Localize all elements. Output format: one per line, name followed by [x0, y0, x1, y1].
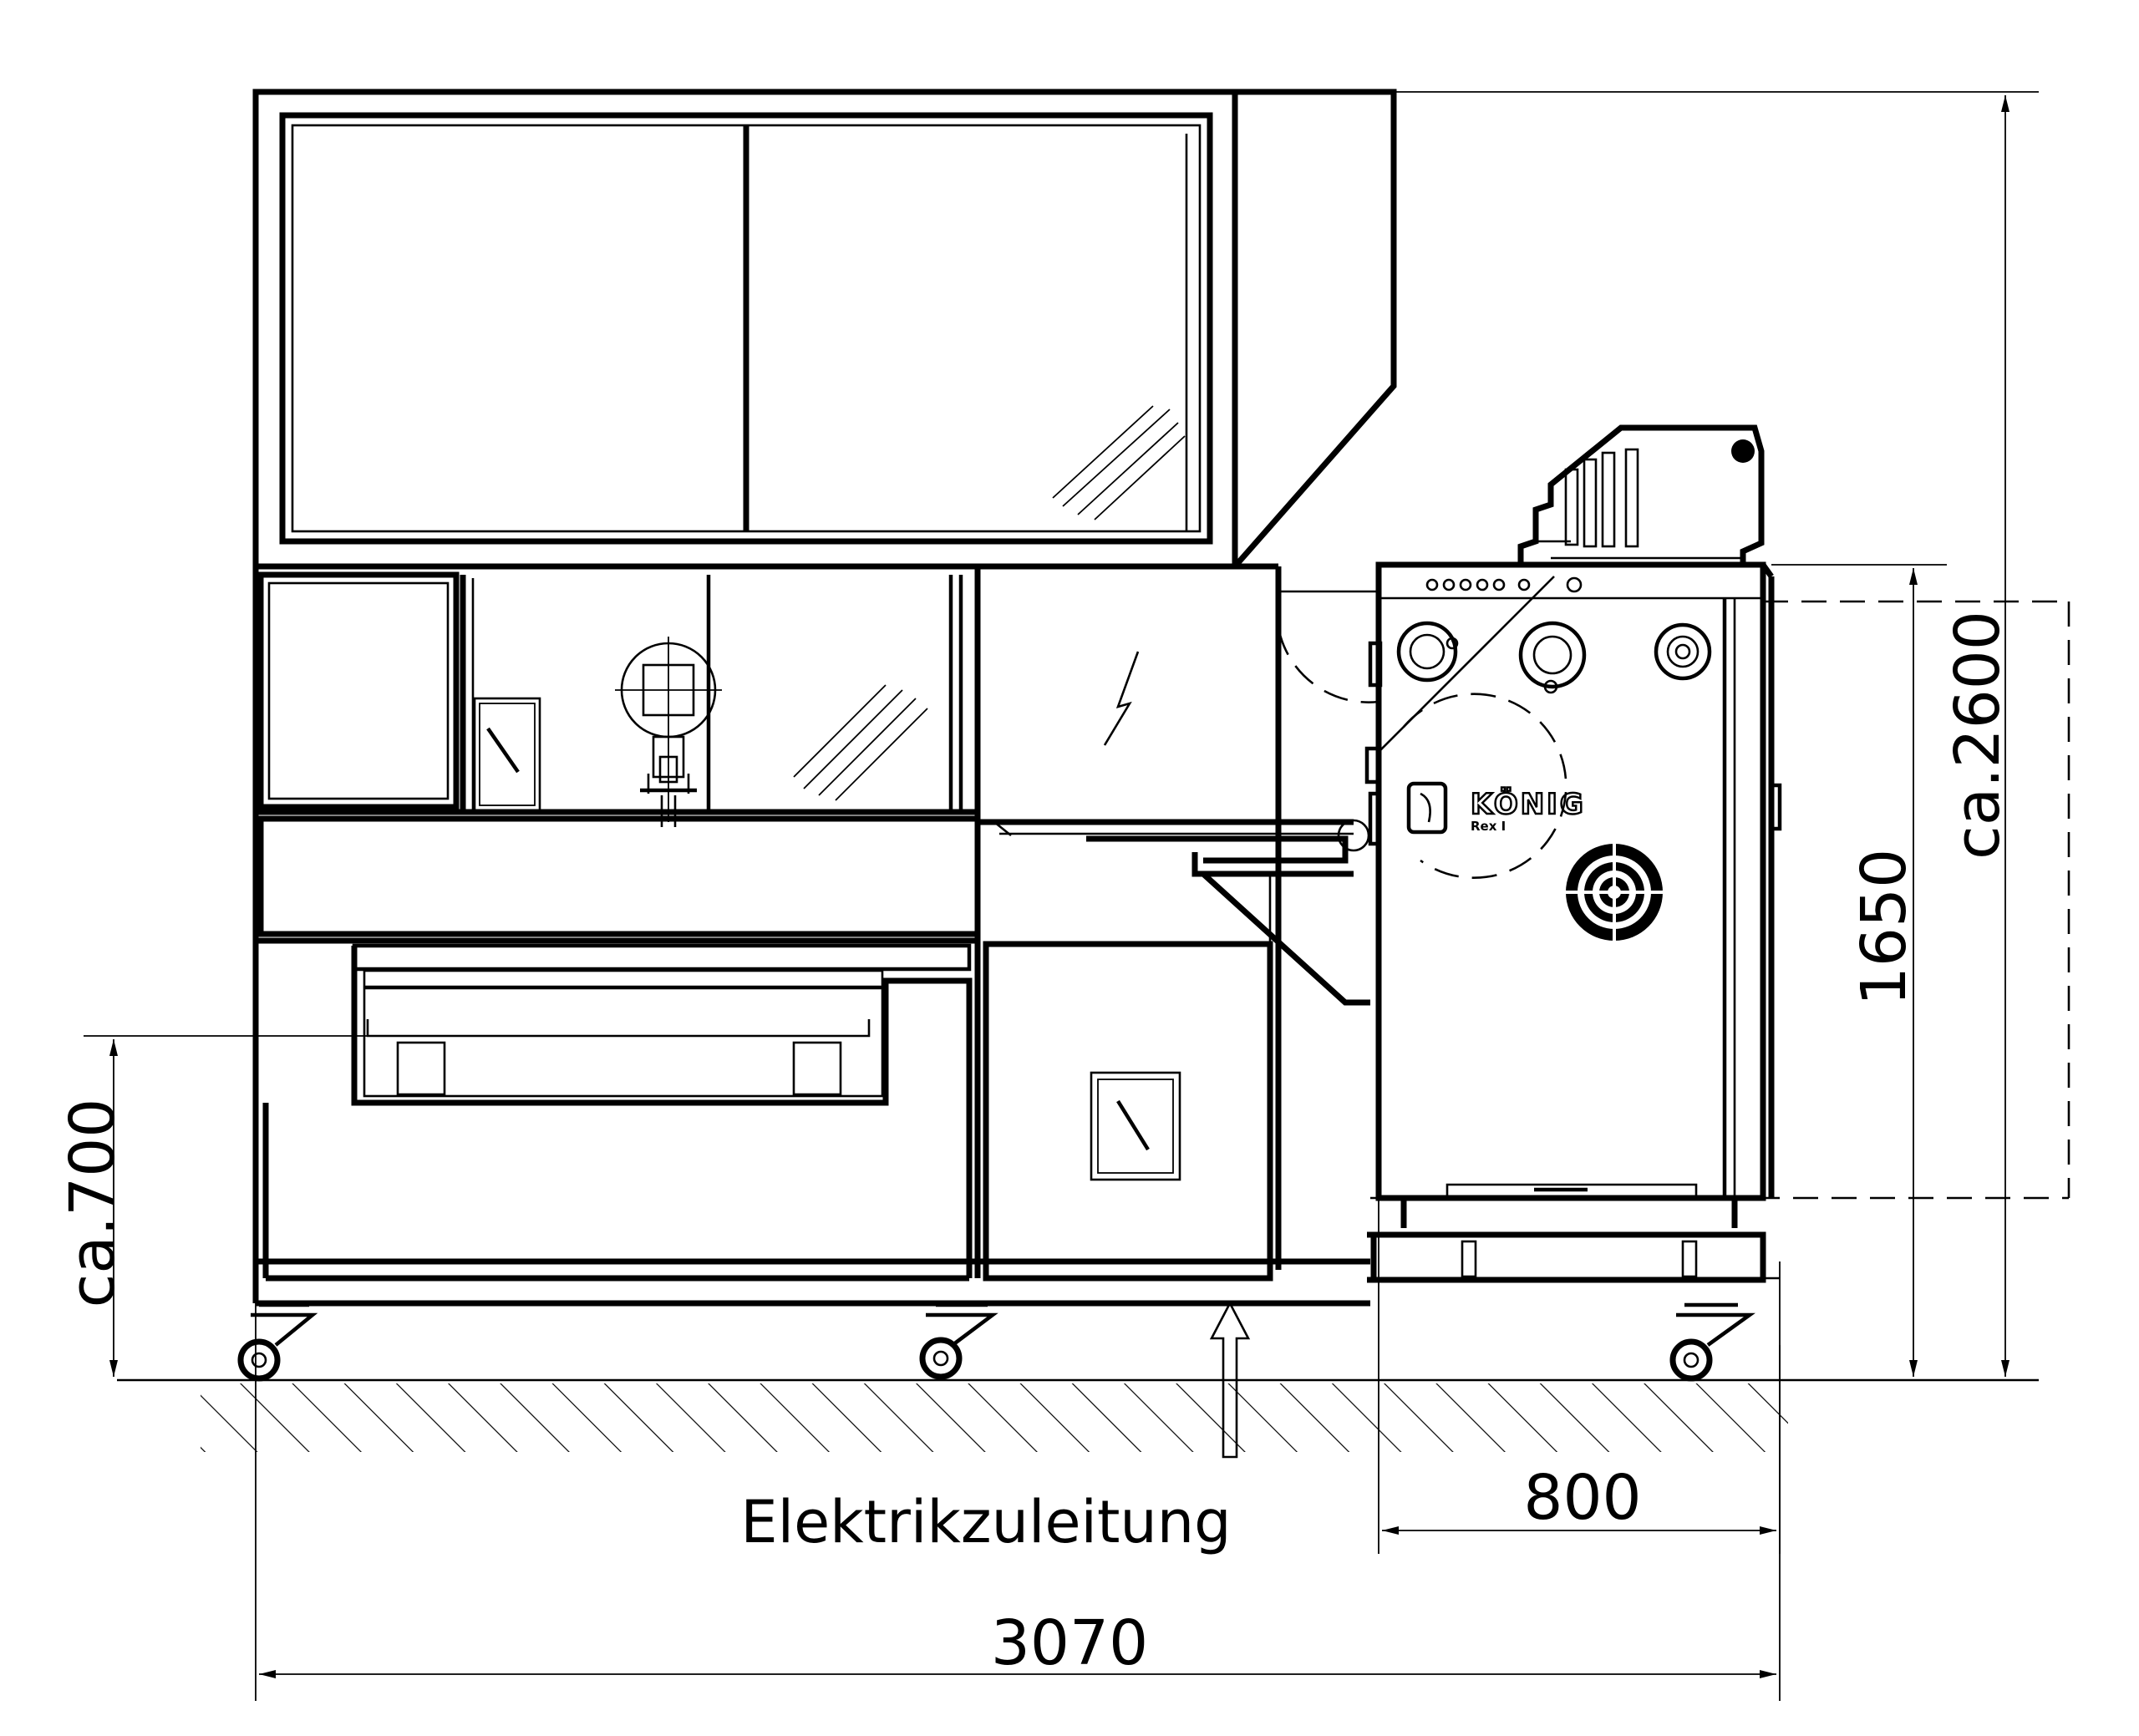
dimension-table-height: ca.700 [57, 1035, 368, 1377]
reference-outline [1370, 600, 2070, 1280]
main-body [252, 563, 1370, 1307]
floor [117, 1378, 2039, 1452]
castor-wheel [237, 1302, 318, 1382]
flour-duster-unit [1517, 424, 1765, 565]
control-knob[interactable] [1518, 621, 1587, 694]
glass-reflection [1052, 405, 1186, 520]
castor-wheel [919, 1302, 998, 1380]
dimension-total-width-label: 3070 [991, 1607, 1148, 1679]
dimension-rounder-height-label: 1650 [1848, 849, 1920, 1006]
dimension-total-height-label: ca.2600 [1942, 611, 2014, 860]
indicator-lights [1425, 576, 1583, 593]
rounder-machine: KÖNIG Rex I [1364, 424, 1782, 1283]
dimension-table-height-label: ca.700 [57, 1099, 129, 1308]
dimension-rounder-height: 1650 [1771, 564, 1947, 1377]
fan-grille-icon [1566, 844, 1663, 941]
control-knob[interactable] [1396, 621, 1459, 683]
dimension-rounder-width: 800 [1378, 1198, 1781, 1554]
upper-cabinet [252, 89, 1397, 569]
dimension-total-height: ca.2600 [1394, 91, 2039, 1377]
dimension-total-width: 3070 [255, 1261, 1781, 1701]
brand-logo: KÖNIG Rex I [1406, 781, 1586, 835]
castor-wheel [1669, 1302, 1755, 1382]
dimension-rounder-width-label: 800 [1523, 1462, 1641, 1534]
brand-name: KÖNIG [1471, 787, 1586, 821]
power-supply-label: Elektrikzuleitung [740, 1488, 1231, 1556]
brand-model: Rex I [1471, 819, 1506, 834]
electric-hazard-icon [1103, 651, 1140, 746]
emergency-stop-button[interactable] [1654, 622, 1712, 681]
discharge-conveyor [978, 590, 1379, 1006]
glass-reflection [793, 684, 928, 801]
sensor-assembly [615, 637, 722, 827]
power-supply-arrow-icon [1209, 1301, 1251, 1459]
